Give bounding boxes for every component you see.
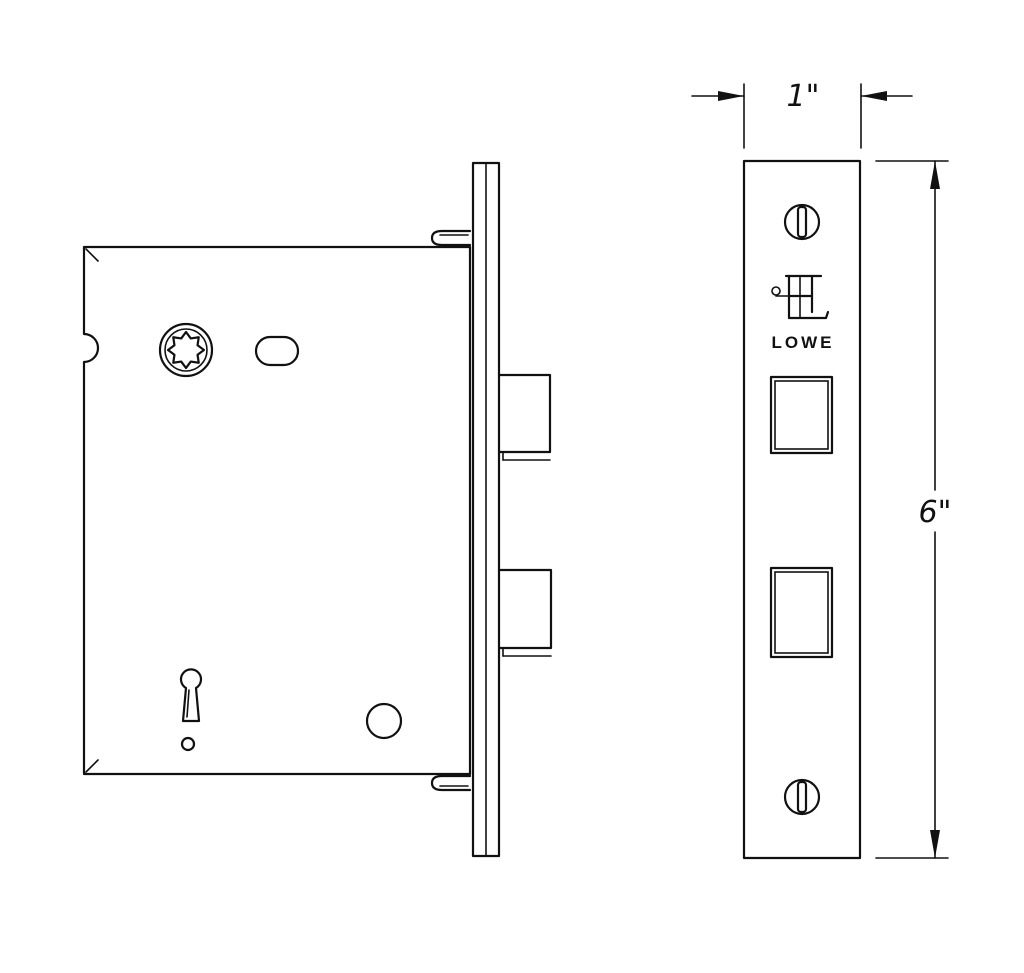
mortise-lock-side-view: [82, 161, 553, 858]
oval-slot: [254, 335, 300, 367]
width-label: 1": [787, 79, 820, 114]
latch-bolt: [497, 373, 552, 454]
faceplate-front-view: LOWE: [742, 159, 862, 860]
lock-case: [82, 245, 472, 776]
case-chamfer-bottom: [85, 759, 99, 773]
deadbolt-opening: [769, 566, 834, 659]
height-label: 6": [919, 495, 952, 530]
brand-name: LOWE: [772, 333, 835, 352]
monogram-logo: [771, 274, 830, 320]
height-dimension: 6": [875, 160, 952, 859]
latch-opening: [769, 375, 834, 455]
slotted-screw-icon: [783, 778, 821, 816]
slotted-screw-icon: [783, 203, 821, 241]
faceplate: [742, 159, 862, 860]
case-screw-top: [430, 229, 472, 247]
star-spindle-icon: [158, 322, 214, 378]
round-hole: [365, 702, 403, 740]
case-screw-bottom: [430, 774, 472, 792]
dead-bolt: [497, 568, 553, 650]
width-dimension: 1": [691, 79, 913, 149]
keyhole-icon: [179, 668, 203, 752]
case-chamfer-top: [85, 248, 99, 262]
